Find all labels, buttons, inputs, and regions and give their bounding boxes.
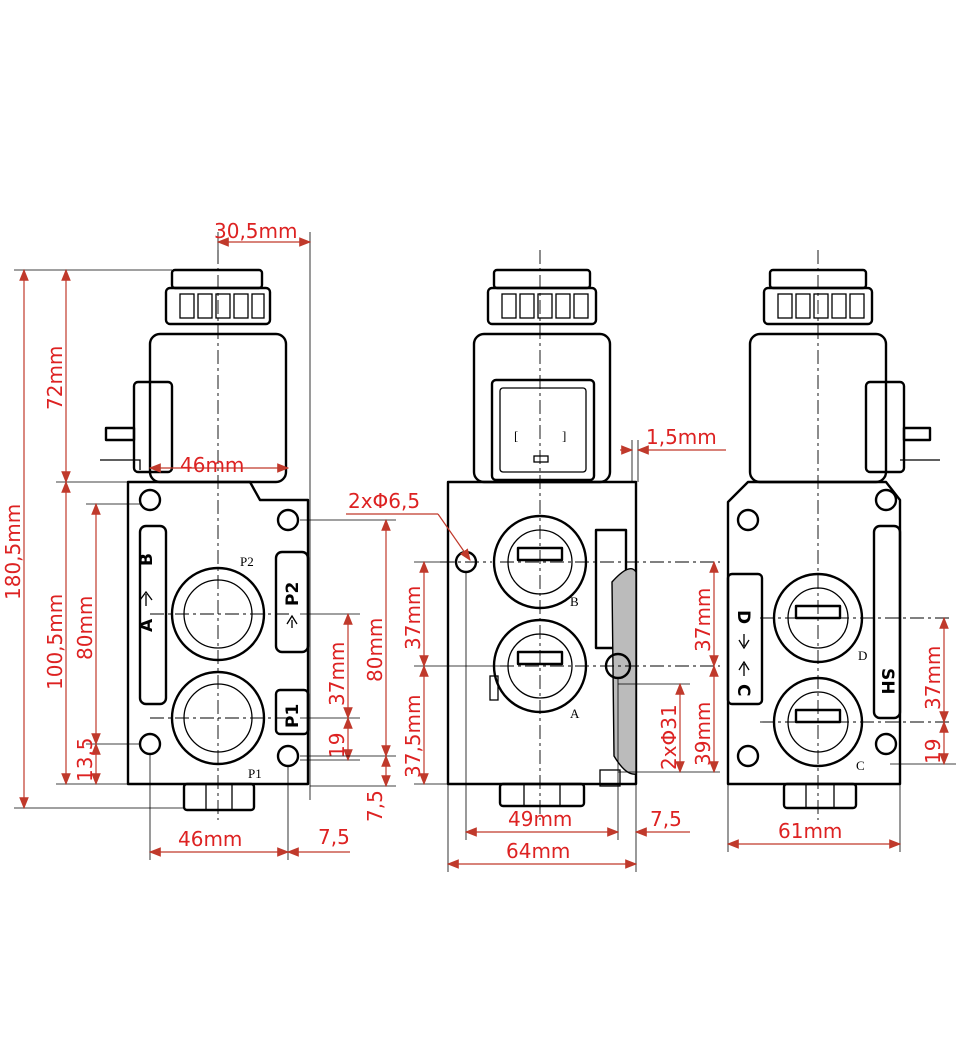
dim-30-5: 30,5mm [214,219,298,243]
dim-7-5-mid: 7,5 [650,807,682,831]
right-dimensions: 37mm 19 61mm [726,616,956,852]
left-label-b: B [137,553,157,566]
dim-49: 49mm [508,807,572,831]
dim-80-left: 80mm [73,596,97,660]
left-label-p1-port: P1 [283,704,303,728]
dim-46-top: 46mm [180,453,244,477]
dim-37-left: 37mm [325,642,349,706]
dim-7-5-vertical: 7,5 [363,790,387,822]
mid-label-a: A [570,706,580,721]
arrow-down-icon [738,634,750,650]
arrow-up-icon [139,590,153,606]
left-view: P2 P1 A B P2 P1 [100,250,310,820]
dim-61: 61mm [778,819,842,843]
arrow-up-icon [738,660,750,676]
dim-39: 39mm [691,702,715,766]
right-view: D C D C SH [726,250,950,820]
dim-37-right: 37mm [921,646,945,710]
dim-37-mid-right: 37mm [691,588,715,652]
dim-2x31: 2xΦ31 [657,704,681,770]
dim-72: 72mm [43,346,67,410]
dim-7-5-left: 7,5 [318,825,350,849]
right-label-sh: SH [877,668,897,694]
left-dimensions: 30,5mm 180,5mm 72mm 100,5mm 80mm 13,5 46… [1,219,396,860]
dim-13-5: 13,5 [73,737,97,782]
right-label-d: D [858,648,867,663]
left-label-p1: P1 [248,766,262,781]
dim-19-left: 19 [325,733,349,758]
dim-2x6-5: 2xΦ6,5 [348,489,420,513]
right-label-d-port: D [733,610,753,624]
right-label-c-port: C [733,684,753,696]
right-label-c: C [856,758,865,773]
dim-46-bottom: 46mm [178,827,242,851]
left-label-a: A [137,618,157,632]
left-label-p2-port: P2 [283,582,303,606]
dim-37-5: 37,5mm [401,695,425,779]
mid-label-b: B [570,594,579,609]
middle-dimensions: 1,5mm 2xΦ6,5 37mm 37,5mm 37mm 2xΦ31 39mm… [346,425,726,872]
dim-80-right: 80mm [363,618,387,682]
svg-text:]: ] [562,428,566,443]
dim-19-right: 19 [921,739,945,764]
arrow-up-icon [286,614,298,628]
dim-180-5: 180,5mm [1,504,25,600]
dim-64: 64mm [506,839,570,863]
dim-100-5: 100,5mm [43,594,67,690]
left-label-p2: P2 [240,554,254,569]
svg-text:[: [ [514,428,518,443]
dim-1-5: 1,5mm [646,425,717,449]
dim-37-mid-left: 37mm [401,586,425,650]
